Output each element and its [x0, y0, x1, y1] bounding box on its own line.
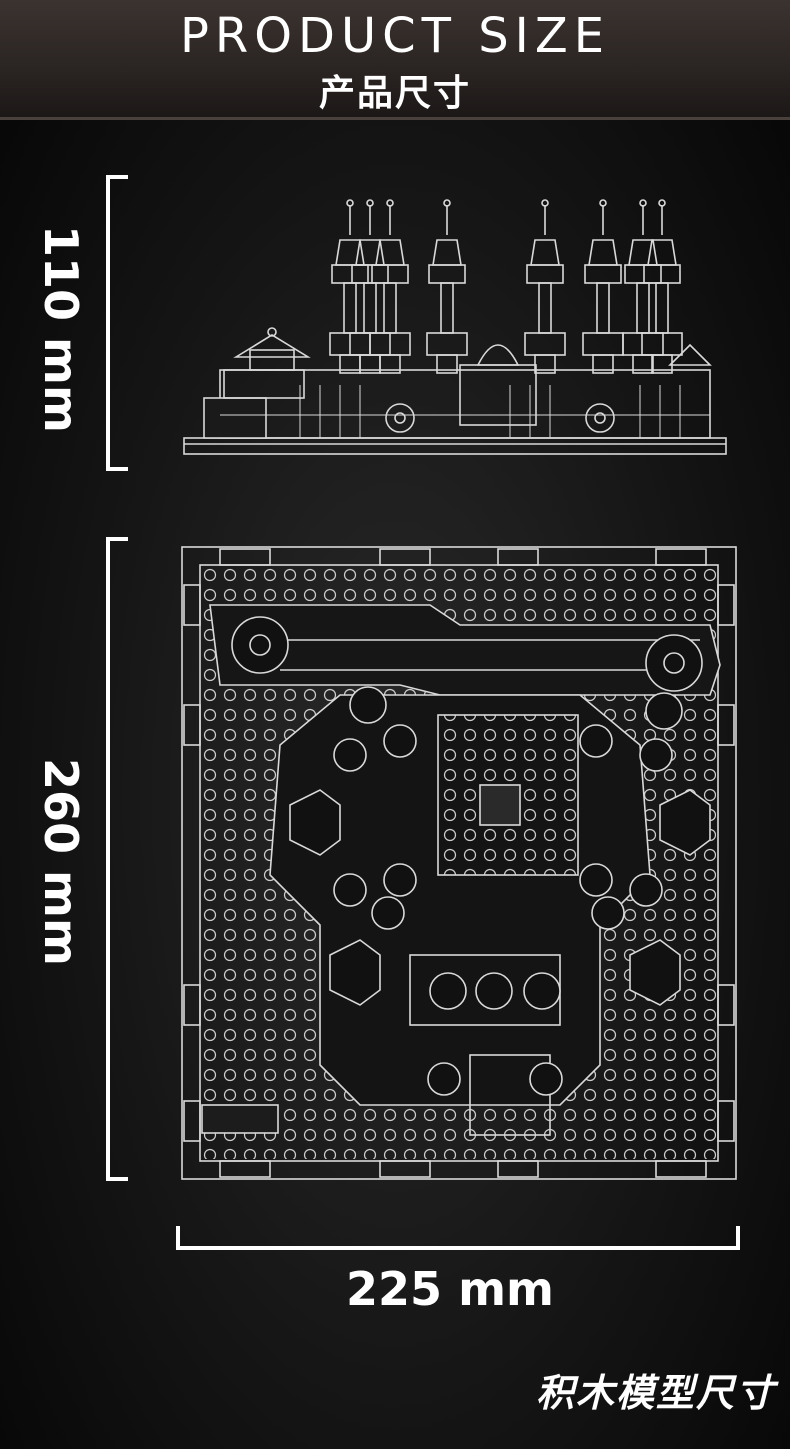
width-bracket	[176, 1226, 740, 1250]
header-banner: PRODUCT SIZE 产品尺寸	[0, 0, 790, 120]
height-label: 110 mm	[34, 225, 88, 433]
height-bracket	[106, 175, 128, 471]
footer-caption: 积木模型尺寸	[535, 1371, 776, 1415]
width-label: 225 mm	[346, 1262, 554, 1316]
top-view-drawing	[181, 546, 737, 1180]
depth-label: 260 mm	[34, 758, 88, 966]
side-view-drawing	[183, 199, 727, 455]
title-english: PRODUCT SIZE	[179, 8, 611, 64]
depth-bracket	[106, 537, 128, 1181]
title-chinese: 产品尺寸	[318, 73, 471, 114]
